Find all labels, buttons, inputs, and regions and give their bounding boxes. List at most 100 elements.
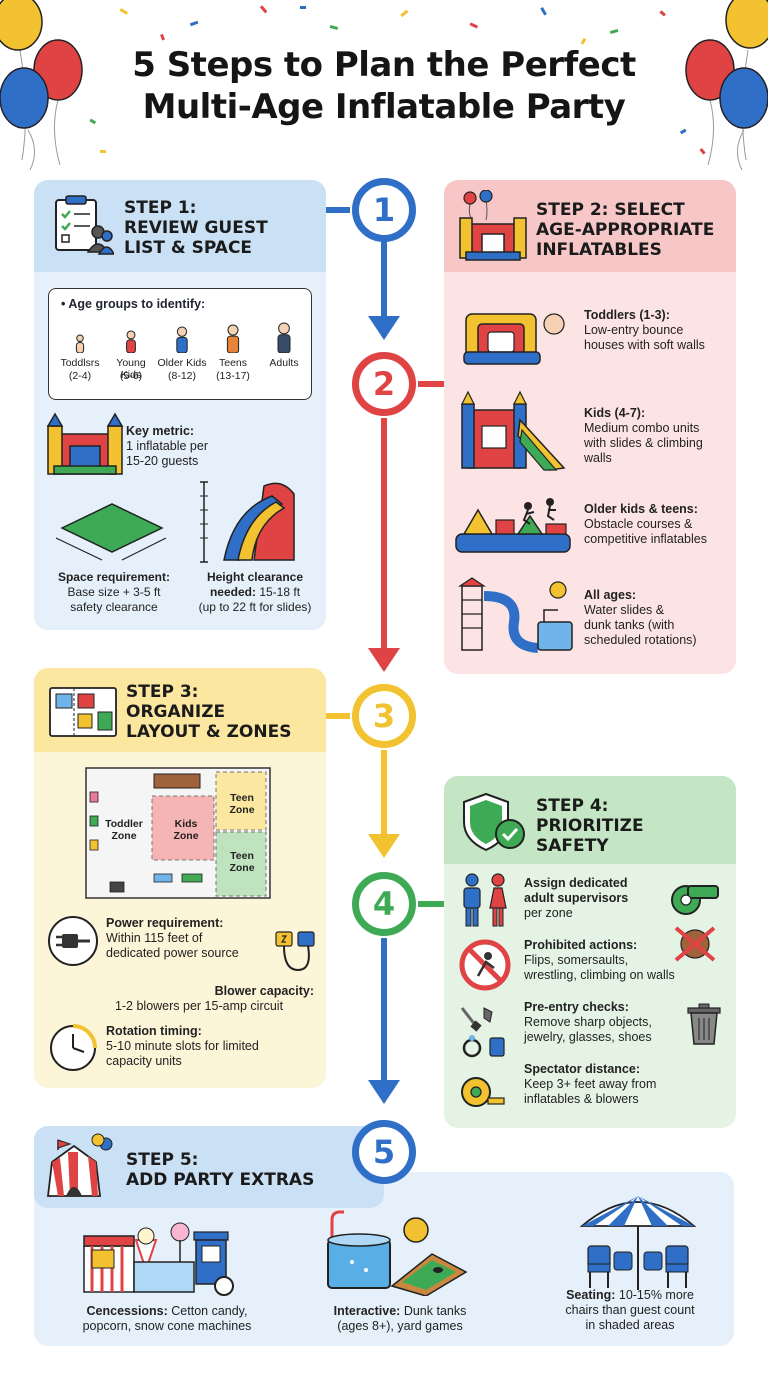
blower-capacity: Blower capacity: 1-2 blowers per 15-amp … xyxy=(74,984,324,1014)
safety-item: Pre-entry checks:Remove sharp objects, j… xyxy=(524,1000,674,1045)
height-label: Height clearance xyxy=(206,570,304,584)
inflatable-type-item: Toddlers (1-3):Low-entry bounce houses w… xyxy=(584,308,734,353)
stopwatch-icon xyxy=(50,1024,97,1071)
person-icon xyxy=(226,324,240,353)
person-icon xyxy=(277,322,291,353)
age-groups-box: • Age groups to identify: Toddlsrs(2-4)Y… xyxy=(48,288,312,400)
safety-item-label: Assign dedicated adult supervisors xyxy=(524,876,629,905)
castle-balloons-icon xyxy=(459,190,527,261)
age-group-range: (13-17) xyxy=(216,370,250,382)
age-group-name: Toddlsrs xyxy=(60,357,100,369)
rotation-text: 5-10 minute slots for limited capacity u… xyxy=(106,1039,259,1068)
space-area-icon xyxy=(55,503,167,561)
toddler-bounce-house-icon xyxy=(463,313,565,365)
power-plug-icon xyxy=(48,916,98,966)
teen-zone-label-2: Teen Zone xyxy=(229,850,255,874)
step-1-title: Step 1: Review Guest List & Space xyxy=(124,198,268,258)
height-text-2: (up to 22 ft for slides) xyxy=(198,600,312,614)
prohibited-icon xyxy=(459,939,511,991)
safety-item-label: Spectator distance: xyxy=(524,1062,641,1076)
rotation-label: Rotation timing: xyxy=(106,1024,202,1038)
age-group-item: Toddlsrs(2-4) xyxy=(55,319,105,397)
step-3-number: 3 xyxy=(352,684,416,748)
no-wrestling-icon xyxy=(674,926,716,962)
age-group-name: Older Kids xyxy=(157,357,207,369)
space-requirement: Space requirement: Base size + 3-5 ft sa… xyxy=(44,570,184,615)
age-group-item: Adults xyxy=(259,319,309,397)
space-label: Space requirement: xyxy=(57,570,171,584)
age-groups-row: Toddlsrs(2-4)Young Kids(5-6)Older Kids(8… xyxy=(55,319,307,397)
step-5-title: Step 5: Add Party Extras xyxy=(126,1150,315,1190)
party-extra-text-2: (ages 8+), yard games xyxy=(337,1319,463,1333)
confetti xyxy=(89,5,706,155)
supervisors-icon xyxy=(463,873,507,927)
slide-height-icon xyxy=(200,481,295,563)
toddler-zone-label: Toddler Zone xyxy=(105,818,143,842)
age-groups-heading: • Age groups to identify: xyxy=(61,297,206,311)
step-1-number: 1 xyxy=(352,178,416,242)
power-cord-icon xyxy=(275,931,315,972)
person-icon xyxy=(126,330,136,353)
blower-text: 1-2 blowers per 15-amp circuit xyxy=(114,999,284,1013)
umbrella-seating-icon xyxy=(579,1196,697,1290)
step-2-title: Step 2: Select Age-Appropriate Inflatabl… xyxy=(536,200,715,260)
inflatable-type-item: Older kids & teens:Obstacle courses & co… xyxy=(584,502,734,547)
safety-item: Prohibited actions:Flips, somersaults, w… xyxy=(524,938,732,983)
inflatable-type-item: All ages:Water slides & dunk tanks (with… xyxy=(584,588,734,648)
inflatable-type-label: Older kids & teens: xyxy=(584,502,698,516)
party-extra-text-2: chairs than guest count in shaded areas xyxy=(565,1303,695,1332)
age-group-item: Young Kids(5-6) xyxy=(106,319,156,397)
step-4-title: Step 4: Prioritize Safety xyxy=(536,796,644,856)
safety-item-text: Remove sharp objects, jewelry, glasses, … xyxy=(524,1015,652,1044)
age-group-name: Young Kids xyxy=(116,357,146,381)
age-group-name: Teens xyxy=(218,357,248,369)
inflatable-type-text: Water slides & dunk tanks (with schedule… xyxy=(584,603,697,647)
age-group-item: Teens(13-17) xyxy=(208,319,258,397)
inflatable-type-label: Toddlers (1-3): xyxy=(584,308,670,322)
safety-item: Spectator distance:Keep 3+ feet away fro… xyxy=(524,1062,732,1107)
height-label-2: needed: xyxy=(209,585,256,599)
balloons-left xyxy=(0,0,83,170)
inflatable-type-text: Obstacle courses & competitive inflatabl… xyxy=(584,517,707,546)
concession-stand-icon xyxy=(83,1222,234,1296)
clipboard-people-icon xyxy=(55,195,114,255)
inflatable-type-text: Medium combo units with slides & climbin… xyxy=(584,421,703,465)
inflatable-type-label: Kids (4-7): xyxy=(584,406,646,420)
age-groups-heading-text: Age groups to identify: xyxy=(68,297,206,311)
person-icon xyxy=(75,334,85,353)
height-text: 15-18 ft xyxy=(259,585,301,599)
party-extra-text: Dunk tanks xyxy=(400,1304,467,1318)
sharp-objects-icon xyxy=(460,1007,505,1058)
trash-can-icon xyxy=(687,1003,721,1045)
safety-item-text: Flips, somersaults, wrestling, climbing … xyxy=(524,953,675,982)
step-3-card: Step 3: Organize Layout & Zones Toddler … xyxy=(34,668,326,1088)
age-group-range: (5-6) xyxy=(119,370,143,382)
title-line-2: Multi-Age Inflatable Party xyxy=(142,87,626,127)
age-group-range: (2-4) xyxy=(68,370,92,382)
step-4-number: 4 xyxy=(352,872,416,936)
party-extra-label: Seating: xyxy=(566,1288,616,1302)
key-metric: Key metric: 1 inflatable per 15-20 guest… xyxy=(126,424,316,469)
age-group-range: (8-12) xyxy=(167,370,196,382)
inflatable-type-item: Kids (4-7):Medium combo units with slide… xyxy=(584,406,734,466)
step-3-title: Step 3: Organize Layout & Zones xyxy=(126,682,292,742)
balloons-right xyxy=(685,0,768,170)
key-metric-label: Key metric: xyxy=(126,424,195,438)
bounce-house-icon xyxy=(46,412,124,475)
water-slide-dunk-tank-icon xyxy=(458,577,573,653)
page-title: 5 Steps to Plan the Perfect Multi-Age In… xyxy=(0,44,768,128)
safety-item-label: Pre-entry checks: xyxy=(524,1000,629,1014)
step-5-number: 5 xyxy=(352,1120,416,1184)
party-extra-label: Interactive: xyxy=(333,1304,401,1318)
power-label: Power requirement: xyxy=(106,916,224,930)
party-extra-text: Cetton candy, xyxy=(167,1304,248,1318)
kids-zone-label: Kids Zone xyxy=(173,818,199,842)
step-2-card: Step 2: Select Age-Appropriate Inflatabl… xyxy=(444,180,736,674)
space-text: Base size + 3-5 ft safety clearance xyxy=(67,585,161,614)
inflatable-type-label: All ages: xyxy=(584,588,637,602)
party-extra-text-2: popcorn, snow cone machines xyxy=(82,1319,252,1333)
step-1-card: Step 1: Review Guest List & Space • Age … xyxy=(34,180,326,630)
